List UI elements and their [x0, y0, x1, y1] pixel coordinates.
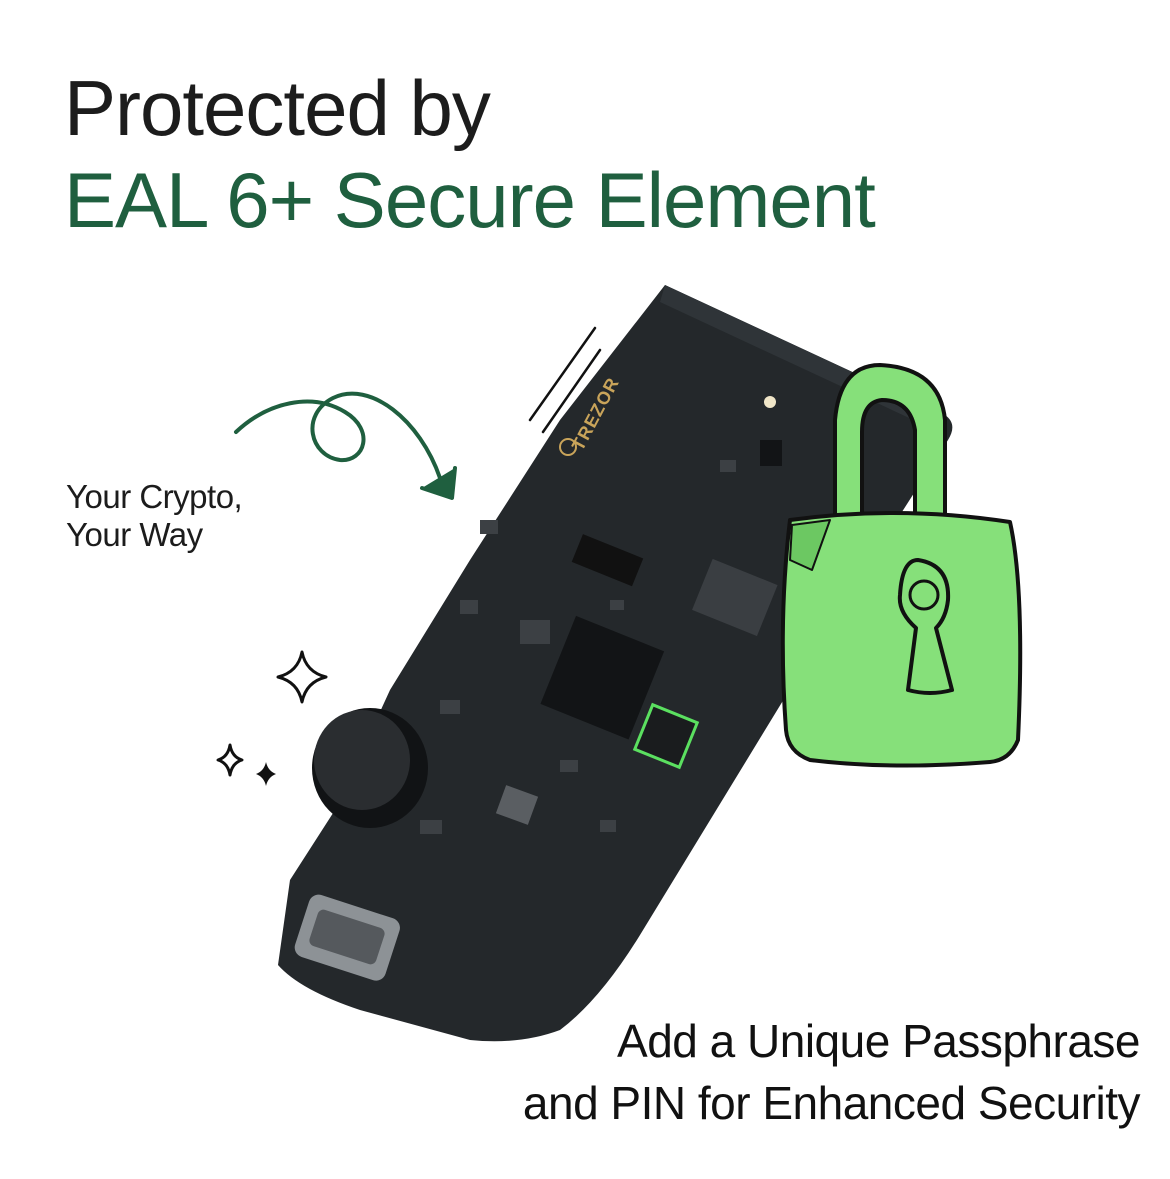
- sparkle-icon: [216, 650, 328, 777]
- secure-element-chip: [632, 702, 700, 770]
- tagline: Your Crypto, Your Way: [66, 478, 243, 554]
- sparkle-icon: [256, 762, 276, 786]
- curly-arrow-icon: [234, 391, 457, 500]
- headline-line-1: Protected by: [64, 64, 491, 152]
- padlock-icon: [780, 363, 1023, 768]
- headline-line-2: EAL 6+ Secure Element: [64, 156, 876, 244]
- footer-line-1: Add a Unique Passphrase: [617, 1015, 1140, 1067]
- tagline-line-1: Your Crypto,: [66, 478, 243, 515]
- circuit-board: TREZOR: [278, 285, 953, 1042]
- footer-caption: Add a Unique Passphrase and PIN for Enha…: [522, 1010, 1141, 1134]
- headline: Protected by EAL 6+ Secure Element: [64, 62, 876, 246]
- tagline-line-2: Your Way: [66, 516, 203, 553]
- motion-lines: [528, 326, 602, 434]
- footer-line-2: and PIN for Enhanced Security: [522, 1077, 1141, 1129]
